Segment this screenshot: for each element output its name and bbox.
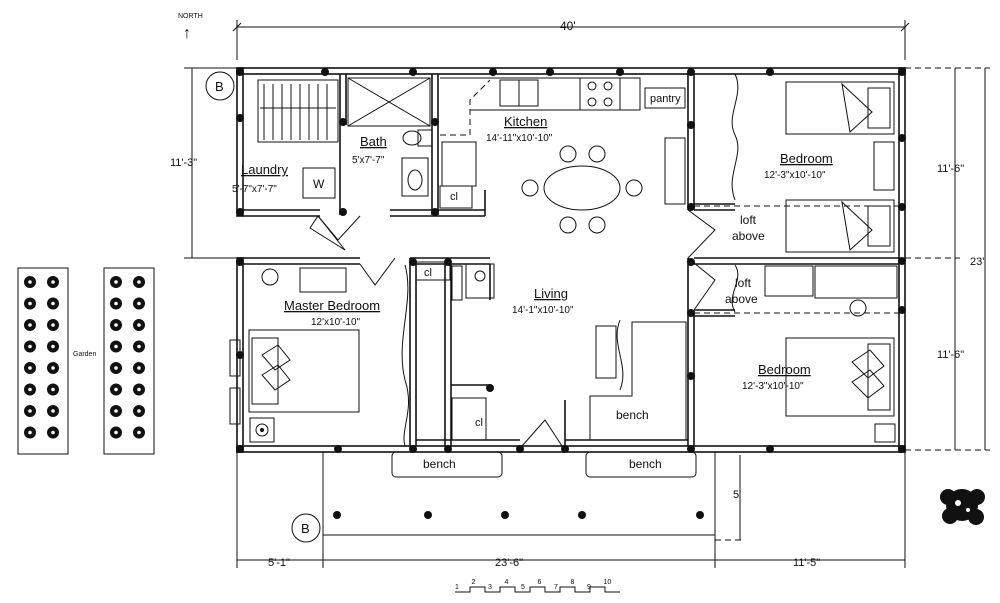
washer-label: W — [313, 177, 325, 191]
coffee-table — [595, 325, 617, 379]
break-lines — [401, 73, 739, 447]
porch-bench-left-label: bench — [423, 457, 456, 471]
tree-icon — [940, 489, 985, 525]
laundry-size: 5'-7"x7'-7" — [232, 184, 277, 195]
bath-closet-label: cl — [450, 191, 458, 203]
washer — [302, 167, 336, 199]
interior-walls — [237, 74, 899, 446]
loft-lower-line-1: loft — [735, 276, 752, 290]
bedroom-se-name: Bedroom — [758, 362, 811, 377]
section-marker-bottom-label: B — [301, 521, 310, 536]
wood-stove-hearth — [451, 265, 463, 301]
porch — [322, 451, 716, 536]
scale-tick-label: 5 — [521, 584, 525, 591]
living-bench-label: bench — [616, 408, 649, 422]
scale-tick-label: 4 — [505, 579, 509, 586]
kitchen-size: 14'-11"x10'-10" — [486, 133, 553, 144]
garden — [17, 267, 155, 455]
bedroom-se-size: 12'-3"x10'-10" — [742, 381, 804, 392]
dim-bottom-mid: 23'-6" — [495, 557, 523, 569]
dimension-lines — [184, 20, 990, 568]
bath-fixtures — [347, 77, 433, 197]
fridge — [441, 141, 477, 187]
bedroom-se-door — [687, 257, 716, 311]
dim-right-lower: 11'-6" — [937, 349, 964, 361]
dim-overall-depth: 23' — [970, 256, 984, 268]
bedroom-ne-name: Bedroom — [780, 151, 833, 166]
master-size: 12'x10'-10" — [311, 317, 361, 328]
scale-tick-label: 3 — [488, 584, 492, 591]
bedroom-se-furniture — [764, 265, 898, 443]
scale-bar-ticks: 1 2 3 4 5 6 7 8 9 10 — [455, 579, 611, 591]
scale-tick-label: 8 — [571, 579, 575, 586]
bath-size: 5'x7'-7" — [352, 155, 385, 166]
scale-tick-label: 1 — [455, 584, 459, 591]
scale-tick-label: 10 — [604, 579, 612, 586]
dim-bottom-left: 5'-1" — [268, 557, 290, 569]
scale-tick-label: 2 — [472, 579, 476, 586]
section-marker-top-label: B — [215, 79, 224, 94]
exterior-walls — [236, 67, 906, 453]
loft-upper-line-1: loft — [740, 213, 757, 227]
dim-overall-width: 40' — [560, 19, 576, 33]
master-door — [359, 257, 396, 286]
dim-left-upper: 11'-3" — [170, 157, 197, 169]
master-closet-label: cl — [424, 267, 432, 279]
scale-tick-label: 7 — [554, 584, 558, 591]
kitchen-cabinet-outline — [440, 79, 491, 136]
stairs — [257, 79, 339, 143]
loft-upper-line-2: above — [732, 229, 765, 243]
living-closet — [451, 397, 487, 441]
section-marker-top — [205, 71, 235, 101]
scale-bar — [455, 586, 620, 593]
laundry-name: Laundry — [241, 162, 288, 177]
garden-label: Garden — [73, 351, 96, 358]
master-closet — [415, 261, 451, 281]
bedroom-ne-size: 12'-3"x10'-10" — [764, 170, 826, 181]
loft-lower-line-2: above — [725, 292, 758, 306]
north-label: NORTH — [178, 13, 203, 20]
master-furniture — [229, 267, 360, 443]
master-name: Master Bedroom — [284, 298, 380, 313]
dim-right-upper: 11'-6" — [937, 163, 964, 175]
scale-tick-label: 6 — [538, 579, 542, 586]
bedroom-ne-door — [687, 209, 716, 259]
section-marker-bottom — [291, 513, 321, 543]
living-name: Living — [534, 286, 568, 301]
living-bench — [589, 321, 687, 440]
wood-stove — [465, 263, 495, 299]
bath-name: Bath — [360, 134, 387, 149]
pantry-label: pantry — [650, 93, 681, 105]
bedroom-ne-beds — [785, 81, 895, 253]
kitchen-name: Kitchen — [504, 114, 547, 129]
dim-bottom-right: 11'-5" — [793, 557, 820, 569]
front-door — [521, 419, 563, 447]
kitchen-counters — [440, 77, 686, 111]
living-size: 14'-1"x10'-10" — [512, 305, 574, 316]
living-closet-label: cl — [475, 417, 483, 429]
posts — [236, 68, 906, 519]
north-arrow-icon: ↑ — [183, 25, 191, 42]
kitchen-island — [664, 137, 686, 205]
dim-porch-depth: 5' — [733, 489, 741, 501]
porch-bench-right-label: bench — [629, 457, 662, 471]
dining-table — [521, 145, 643, 234]
laundry-door-swing — [309, 215, 346, 251]
scale-tick-label: 9 — [587, 584, 591, 591]
